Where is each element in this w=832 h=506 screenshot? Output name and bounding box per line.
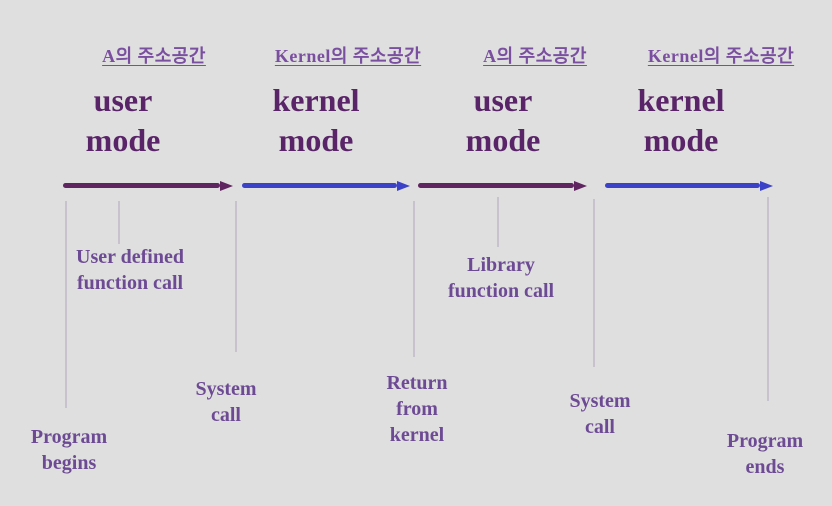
event-tick-library-function-call (497, 197, 499, 247)
mode-label-user-1: user mode (85, 82, 161, 158)
arrow-head-icon (397, 180, 410, 191)
user-mode-arrow-1 (63, 180, 233, 191)
mode-label-user-2: user mode (465, 82, 541, 158)
event-label-program-ends: Program ends (726, 430, 804, 478)
event-label-system-call-2: System call (569, 390, 631, 438)
event-tick-system-call-1 (235, 201, 237, 352)
event-tick-program-ends (767, 197, 769, 401)
arrow-head-icon (574, 180, 587, 191)
mode-label-kernel-1: kernel mode (272, 82, 360, 158)
address-space-header-1: A의 주소공간 (102, 46, 206, 66)
arrow-shaft (63, 183, 220, 188)
event-label-program-begins: Program begins (30, 426, 108, 474)
address-space-header-4: Kernel의 주소공간 (647, 46, 795, 66)
address-space-header-2: Kernel의 주소공간 (274, 46, 422, 66)
mode-label-kernel-2: kernel mode (637, 82, 725, 158)
event-label-system-call-1: System call (195, 378, 257, 426)
event-tick-system-call-2 (593, 199, 595, 367)
event-tick-return-from-kernel (413, 201, 415, 357)
event-tick-program-begins (65, 201, 67, 408)
event-tick-user-defined-call (118, 201, 120, 244)
arrow-shaft (418, 183, 574, 188)
arrow-head-icon (220, 180, 233, 191)
arrow-shaft (242, 183, 397, 188)
kernel-mode-arrow-1 (242, 180, 410, 191)
kernel-mode-arrow-2 (605, 180, 773, 191)
event-label-user-defined-call: User defined function call (76, 246, 184, 294)
address-space-header-3: A의 주소공간 (483, 46, 587, 66)
event-label-library-function-call: Library function call (447, 254, 555, 302)
event-label-return-from-kernel: Return from kernel (386, 372, 448, 446)
arrow-shaft (605, 183, 760, 188)
user-mode-arrow-2 (418, 180, 587, 191)
arrow-head-icon (760, 180, 773, 191)
